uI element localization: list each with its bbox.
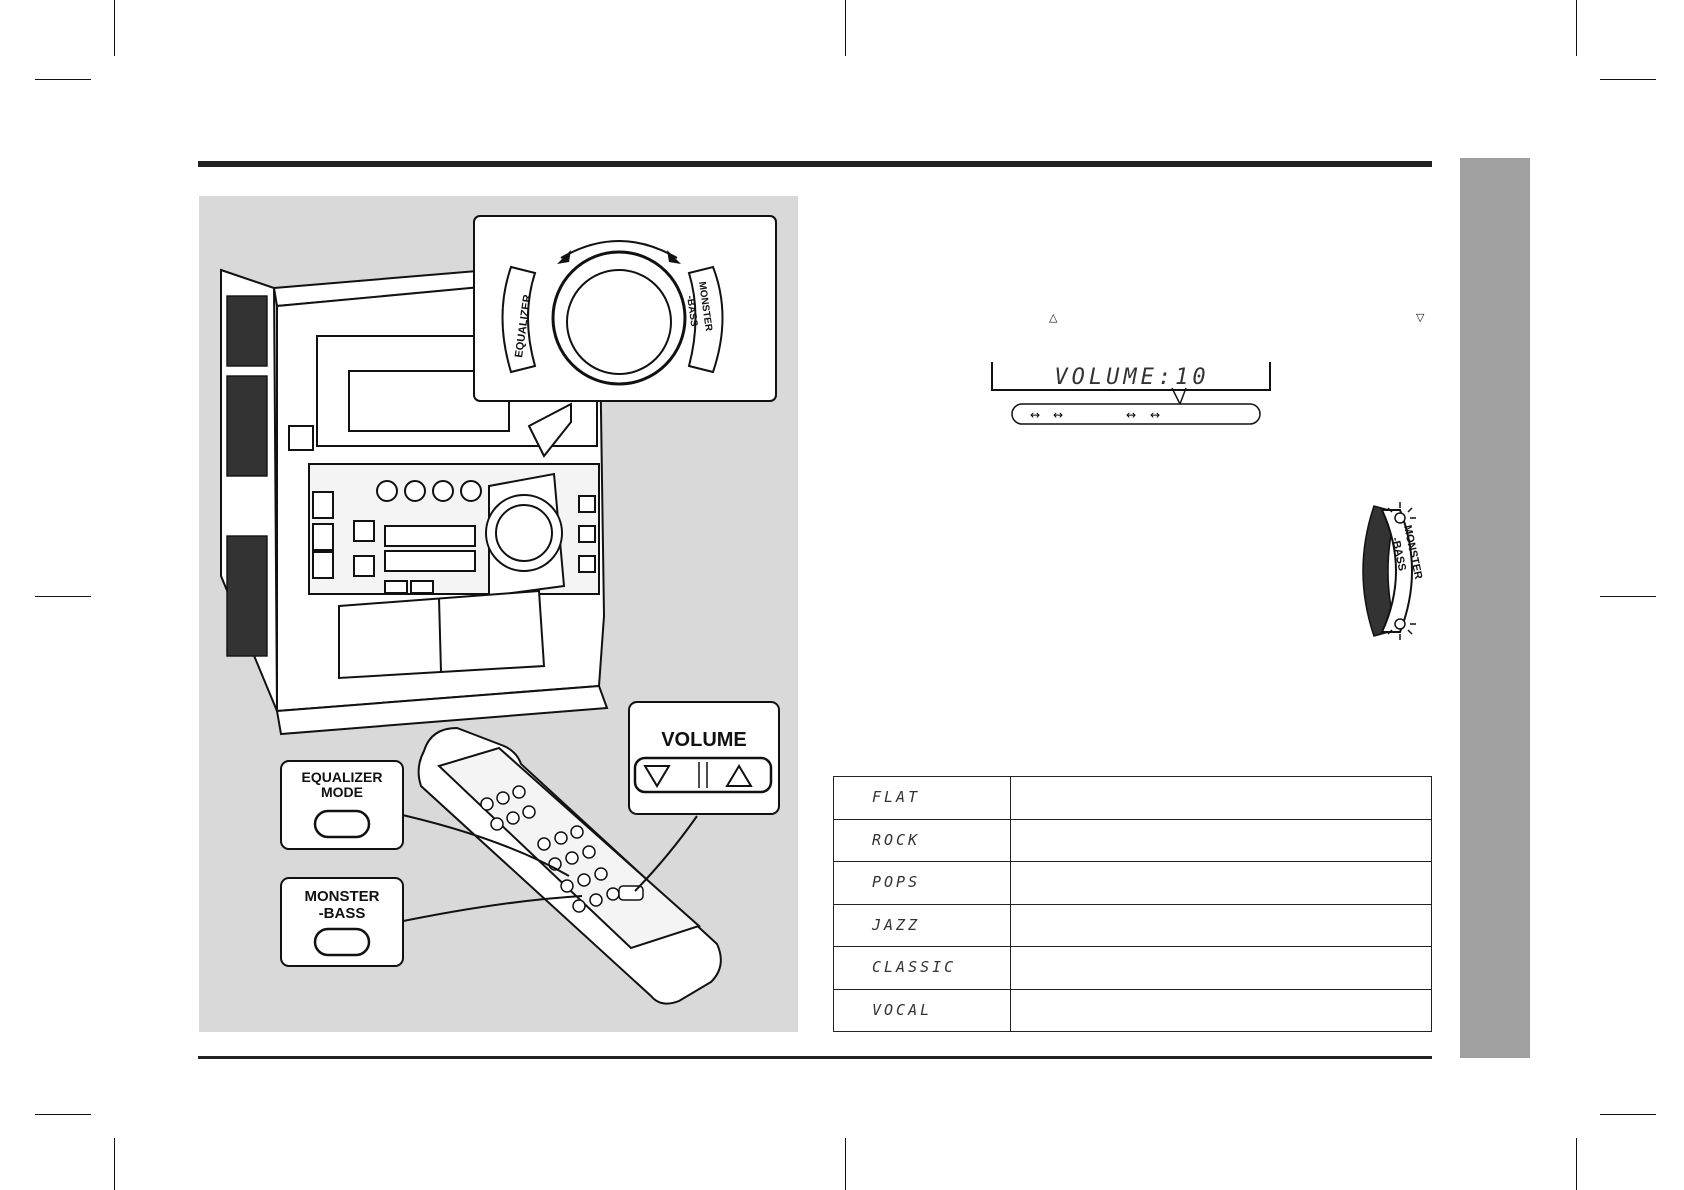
arrow-icon: ↔ xyxy=(1053,408,1063,422)
crop-mark xyxy=(1576,1138,1577,1190)
volume-display: VOLUME:10 ↔ ↔ ↔ ↔ xyxy=(980,340,1280,440)
volume-up-icon[interactable] xyxy=(725,764,753,787)
crop-mark xyxy=(35,79,91,80)
crop-mark xyxy=(35,596,91,597)
dial-monster-label-2: -BASS xyxy=(684,295,699,328)
eq-mode-description xyxy=(1009,776,1433,820)
volume-down-icon[interactable] xyxy=(643,765,671,788)
eq-mode-name: CLASSIC xyxy=(872,958,957,977)
volume-display-text: VOLUME:10 xyxy=(1054,365,1209,390)
equalizer-mode-table: FLAT ROCK POPS JAZZ CLASSIC VOCAL xyxy=(833,776,1433,1032)
monster-bass-label-2: -BASS xyxy=(319,905,366,922)
monster-bass-label-1: MONSTER xyxy=(305,888,380,905)
illustration-panel: EQUALIZER MONSTER -BASS xyxy=(199,196,798,1032)
table-row: VOCAL xyxy=(833,988,1433,1032)
volume-dial-callout: EQUALIZER MONSTER -BASS xyxy=(473,215,777,458)
eq-mode-name: ROCK xyxy=(872,830,921,849)
equalizer-mode-button[interactable]: EQUALIZER MODE xyxy=(280,760,404,850)
equalizer-mode-label-1: EQUALIZER xyxy=(302,769,383,785)
eq-mode-description xyxy=(1009,988,1433,1032)
equalizer-mode-label-2: MODE xyxy=(321,784,363,800)
volume-button[interactable]: VOLUME xyxy=(628,701,780,815)
eq-mode-name: POPS xyxy=(872,873,921,892)
eq-mode-name: JAZZ xyxy=(872,915,921,934)
eq-mode-description xyxy=(1009,818,1433,862)
top-rule xyxy=(198,161,1432,167)
table-row: JAZZ xyxy=(833,903,1433,947)
crop-mark xyxy=(1600,79,1656,80)
crop-mark xyxy=(35,1114,91,1115)
table-row: POPS xyxy=(833,861,1433,905)
table-row: CLASSIC xyxy=(833,946,1433,990)
bottom-rule xyxy=(198,1056,1432,1059)
table-row: ROCK xyxy=(833,818,1433,862)
arrow-icon: ↔ xyxy=(1126,408,1136,422)
eq-mode-description xyxy=(1009,861,1433,905)
indicator-light-icon xyxy=(1394,512,1406,524)
leader-lines xyxy=(388,811,698,925)
side-tab xyxy=(1460,158,1530,1058)
monster-bass-button[interactable]: MONSTER -BASS xyxy=(280,877,404,967)
arrow-icon: ↔ xyxy=(1030,408,1040,422)
up-triangle-icon: △ xyxy=(1049,311,1058,324)
volume-label: VOLUME xyxy=(661,729,747,751)
crop-mark xyxy=(1600,1114,1656,1115)
indicator-light-icon xyxy=(1394,618,1406,630)
crop-mark xyxy=(845,0,846,56)
crop-mark xyxy=(114,1138,115,1190)
stereo-illustration: EQUALIZER MONSTER -BASS xyxy=(220,215,780,1005)
crop-mark xyxy=(1576,0,1577,56)
crop-mark xyxy=(845,1138,846,1190)
eq-mode-description xyxy=(1009,903,1433,947)
table-row: FLAT xyxy=(833,776,1433,820)
remote-control xyxy=(417,726,722,1005)
down-triangle-icon: ▽ xyxy=(1416,311,1425,324)
arrow-icon: ↔ xyxy=(1150,408,1160,422)
crop-mark xyxy=(1600,596,1656,597)
eq-mode-name: VOCAL xyxy=(872,1000,933,1019)
eq-mode-description xyxy=(1009,946,1433,990)
eq-mode-name: FLAT xyxy=(872,788,921,807)
crop-mark xyxy=(114,0,115,56)
monster-bass-indicator: MONSTER -BASS xyxy=(1352,496,1434,646)
